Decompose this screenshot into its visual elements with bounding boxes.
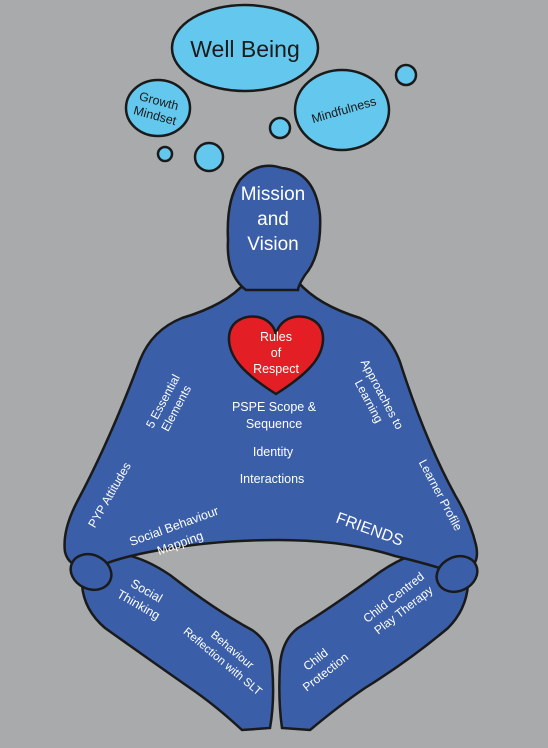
small-bubble: [394, 63, 418, 87]
torso-and-arms: [63, 280, 479, 574]
small-bubble: [193, 141, 225, 173]
heart-label: Rules: [260, 330, 292, 344]
scope-label: Sequence: [246, 417, 302, 431]
head: [226, 164, 322, 292]
well-being-bubble: [170, 3, 320, 93]
right-hand: [435, 554, 479, 594]
thought-bubbles: Well Being Growth Mindset Mindfulness: [124, 3, 418, 173]
heart-label: of: [271, 346, 282, 360]
growth-mindset-bubble: [124, 78, 192, 138]
well-being-label: Well Being: [190, 36, 300, 62]
seated-figure: [63, 164, 479, 732]
mission-label: Mission: [241, 184, 305, 205]
small-bubble: [268, 116, 292, 140]
scope-label: PSPE Scope &: [232, 400, 317, 414]
torso-labels: PSPE Scope & Sequence Identity Interacti…: [232, 400, 317, 486]
mission-label: and: [257, 209, 289, 230]
identity-label: Identity: [253, 445, 294, 459]
head-labels: Mission and Vision: [241, 184, 305, 255]
heart-icon: [227, 315, 325, 396]
interactions-label: Interactions: [240, 472, 305, 486]
left-hand: [69, 552, 113, 592]
mission-label: Vision: [247, 234, 298, 255]
heart-label: Respect: [253, 362, 299, 376]
heart-labels: Rules of Respect: [253, 330, 299, 376]
mindfulness-bubble: [293, 68, 391, 152]
small-bubble: [156, 145, 174, 163]
